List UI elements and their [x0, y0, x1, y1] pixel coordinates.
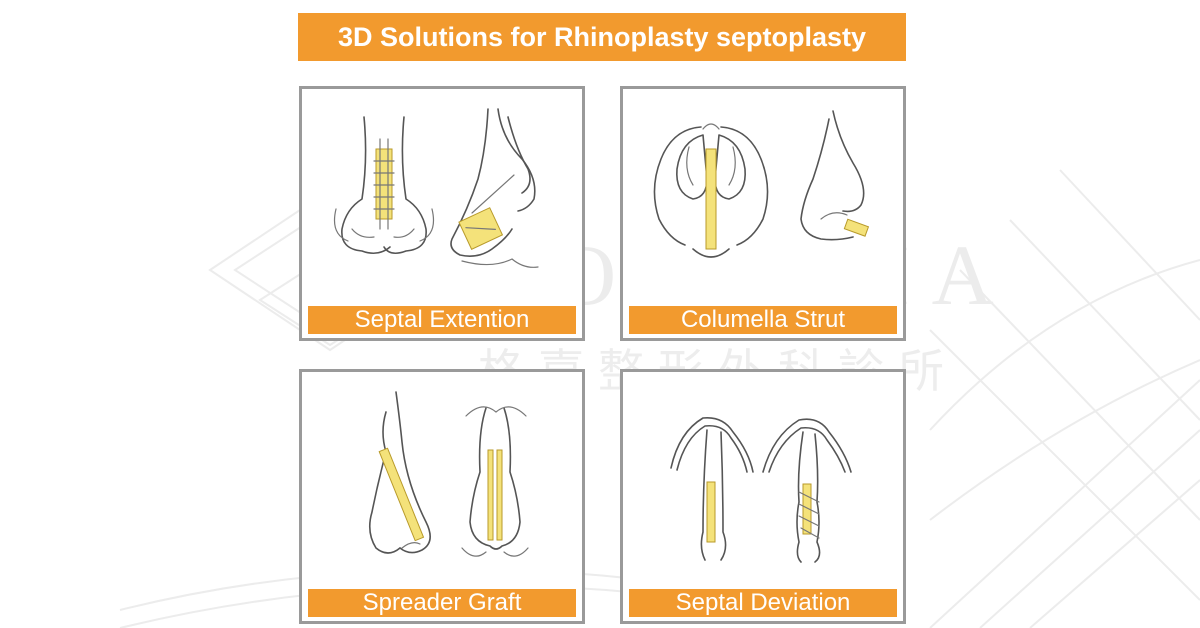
caption-columella-strut: Columella Strut — [629, 306, 897, 334]
caption-septal-extention: Septal Extention — [308, 306, 576, 334]
caption-septal-deviation: Septal Deviation — [629, 589, 897, 617]
panel-septal-deviation: Septal Deviation — [620, 369, 906, 624]
septal-deviation-illustration — [670, 416, 852, 563]
caption-spreader-graft: Spreader Graft — [308, 589, 576, 617]
spreader-graft-illustration — [368, 391, 529, 557]
columella-strut-illustration — [653, 110, 870, 258]
panel-spreader-graft: Spreader Graft — [299, 369, 585, 624]
page-title: 3D Solutions for Rhinoplasty septoplasty — [298, 13, 906, 61]
septal-extention-illustration — [333, 108, 539, 268]
panel-septal-extention: Septal Extention — [299, 86, 585, 341]
panel-columella-strut: Columella Strut — [620, 86, 906, 341]
